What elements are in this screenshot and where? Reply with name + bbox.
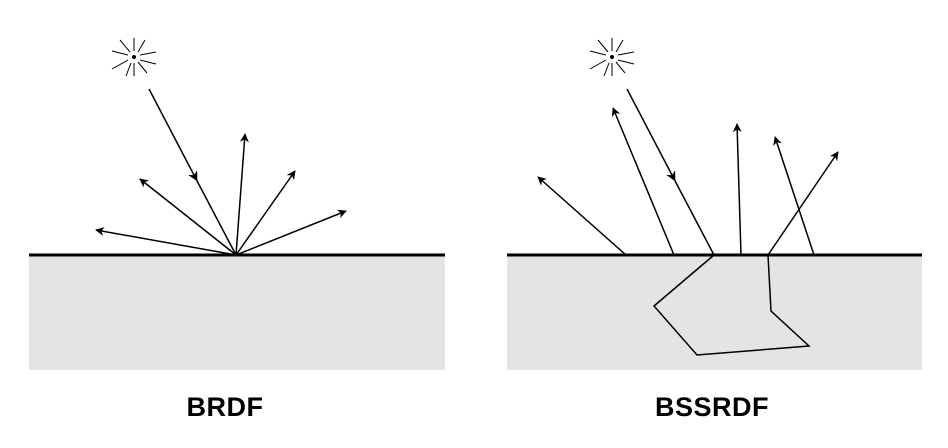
reflected-ray bbox=[95, 226, 237, 256]
brdf-panel bbox=[29, 38, 445, 370]
subsurface-path bbox=[652, 254, 811, 356]
exiting-ray bbox=[611, 107, 675, 256]
reflected-ray bbox=[139, 178, 237, 256]
exiting-ray bbox=[732, 123, 742, 256]
incident-ray bbox=[626, 88, 715, 256]
exiting-ray bbox=[767, 151, 839, 256]
material-block bbox=[507, 256, 922, 370]
material-block bbox=[29, 256, 445, 370]
light-source-icon bbox=[589, 38, 635, 77]
light-source-icon bbox=[111, 38, 157, 77]
exiting-ray bbox=[773, 136, 815, 256]
incident-ray bbox=[148, 88, 237, 256]
bssrdf-label: BSSRDF bbox=[654, 392, 769, 422]
exiting-ray bbox=[537, 176, 627, 256]
reflected-ray bbox=[235, 133, 249, 256]
reflected-ray bbox=[235, 170, 296, 256]
brdf-label: BRDF bbox=[186, 392, 264, 422]
bssrdf-panel bbox=[507, 38, 922, 370]
reflected-ray bbox=[235, 209, 347, 256]
